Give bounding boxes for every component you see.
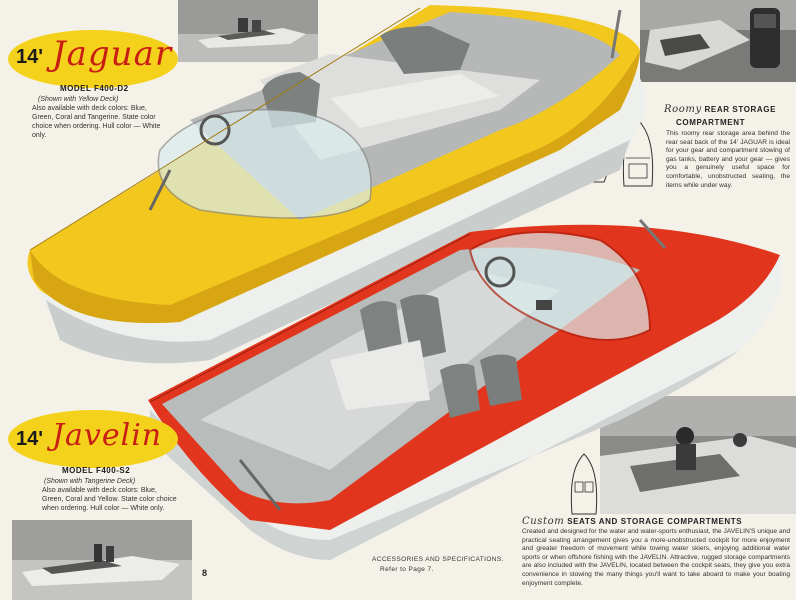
- javelin-description: Also available with deck colors: Blue, G…: [42, 487, 177, 512]
- rear-storage-title: REAR STORAGE: [704, 105, 777, 114]
- javelin-size: 14': [16, 428, 44, 450]
- javelin-model: MODEL F400-S2: [62, 466, 131, 475]
- seats-heading: Custom SEATS AND STORAGE COMPARTMENTS: [522, 516, 742, 527]
- photo-javelin-cockpit: [600, 396, 796, 514]
- rear-storage-subheading: COMPARTMENT: [676, 118, 746, 127]
- jaguar-description: Also available with deck colors: Blue, G…: [32, 105, 161, 139]
- seats-script: Custom: [522, 516, 565, 527]
- rear-storage-body: This roomy rear storage area behind the …: [666, 130, 790, 189]
- jaguar-shown-note: (Shown with Yellow Deck): [38, 96, 119, 103]
- javelin-shown-note: (Shown with Tangerine Deck): [44, 478, 136, 485]
- seats-body: Created and designed for the water and w…: [522, 528, 790, 587]
- photo-outboard-motor: [640, 0, 796, 82]
- javelin-label-oval: [8, 410, 178, 468]
- seats-title: SEATS AND STORAGE COMPARTMENTS: [567, 517, 743, 526]
- rear-storage-heading: Roomy REAR STORAGE: [664, 104, 776, 115]
- accessories-line2: Refer to Page 7.: [380, 566, 434, 573]
- javelin-name: Javelin: [52, 418, 163, 453]
- jaguar-model: MODEL F400-D2: [60, 84, 129, 93]
- page-number: 8: [202, 568, 208, 578]
- diagram-javelin-top-view: [570, 453, 598, 515]
- accessories-line1: ACCESSORIES AND SPECIFICATIONS.: [372, 556, 504, 563]
- jaguar-size: 14': [16, 46, 44, 68]
- jaguar-name: Jaguar: [52, 34, 173, 74]
- photo-javelin-running: [12, 520, 192, 600]
- rear-storage-script: Roomy: [664, 104, 702, 115]
- jaguar-label-oval: [8, 30, 178, 88]
- photo-jaguar-on-water: [178, 0, 318, 62]
